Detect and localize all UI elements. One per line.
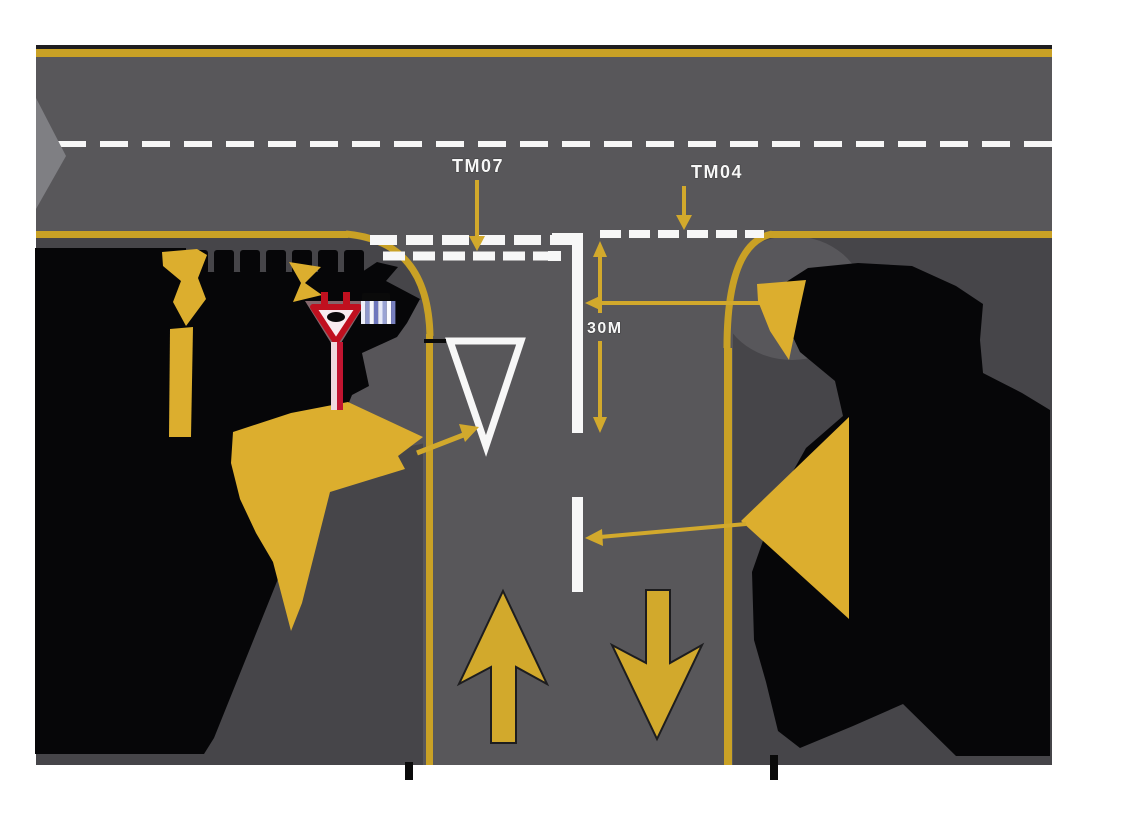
straight-arrow-up-marking (456, 588, 550, 744)
sign-pole-red-stripe (337, 342, 343, 410)
horizontal-road-top-yellow-edge-line (36, 49, 1052, 57)
redacted-dash (344, 250, 364, 274)
sign-symbol-blob (327, 312, 345, 322)
redacted-dash (214, 250, 234, 274)
dimension-arrowhead-up (593, 241, 607, 257)
redacted-blob-left (35, 248, 420, 754)
yellow-patch-a (162, 249, 207, 326)
pointer-line-to-median-lower (599, 522, 747, 539)
redacted-dash (318, 250, 338, 274)
striped-artifact (361, 293, 396, 324)
left-corner-curve-line (345, 230, 434, 337)
sign-bracket-left (321, 292, 328, 306)
stripe (391, 301, 396, 324)
pointer-arrowhead-to-median-upper (585, 295, 602, 311)
yellow-wedge-right (757, 280, 806, 360)
yellow-big-triangle-right (741, 417, 849, 619)
yellow-patch-c (289, 262, 322, 302)
stripe (369, 301, 374, 324)
give-way-sign-triangle (310, 304, 362, 345)
redacted-dash (266, 250, 286, 274)
label-tm04: TM04 (691, 162, 743, 182)
straight-arrow-down-marking (609, 589, 705, 742)
bottom-yellow-edge-line-right (770, 231, 1052, 238)
stripe (382, 301, 387, 324)
median-solid-line-upper (572, 233, 583, 433)
leader-tick-triangle (424, 339, 446, 343)
redacted-dash-row (188, 250, 364, 274)
pointer-arrowhead-to-median-lower (585, 529, 603, 546)
label-tm07: TM07 (452, 156, 504, 176)
sign-pole-light-stripe (331, 342, 337, 410)
stripe (361, 301, 366, 324)
yellow-highlight-blob (231, 402, 423, 631)
bottom-tick-left (405, 762, 413, 780)
road-continuation-chevron (36, 98, 66, 209)
redacted-blob-right (752, 263, 1050, 756)
median-line-stub (548, 251, 561, 261)
pointer-arrowhead-to-give-way-triangle (459, 424, 479, 442)
stripe (365, 301, 370, 324)
median-solid-line-lower (572, 497, 583, 592)
bottom-tick-right (770, 755, 778, 780)
striped-artifact-cap (362, 293, 390, 302)
label-30m: 30M (587, 320, 623, 337)
vertical-road-left-edge-line (426, 334, 433, 765)
stripe (373, 301, 379, 324)
give-way-sign-icon (305, 292, 367, 410)
yellow-patch-b (169, 327, 193, 437)
sign-bracket-right (343, 292, 350, 306)
tm04-pointer-arrowhead (676, 215, 692, 230)
stripe (378, 301, 383, 324)
horizontal-road-top-dark-edge (36, 45, 1052, 49)
bottom-yellow-edge-line-left (36, 231, 348, 238)
redacted-dash (240, 250, 260, 274)
give-way-triangle-marking (445, 337, 526, 457)
vertical-road-right-edge-line (724, 348, 732, 765)
stripe (386, 301, 392, 324)
pointer-line-to-give-way-triangle (416, 431, 467, 456)
dimension-arrowhead-down (593, 417, 607, 433)
tm07-pointer-arrowhead (469, 236, 485, 251)
double-headed-dimension-arrow (593, 241, 607, 433)
